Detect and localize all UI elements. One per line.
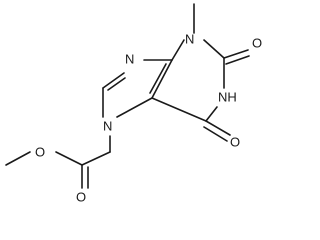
bond-c6-c5 <box>151 97 207 122</box>
atom-o-ether-label: O <box>35 144 45 159</box>
bond-c2-o2 <box>223 49 249 59</box>
bond-c4-n3 <box>171 39 185 61</box>
atom-n9-label: N <box>125 51 134 66</box>
bonds <box>5 3 250 189</box>
bond-c4-c5-double <box>149 63 167 94</box>
bond-c4-c5 <box>151 59 173 99</box>
bond-cester-oether <box>55 151 83 166</box>
atom-o6-label: O <box>230 134 240 149</box>
atom-n1-label: NH <box>218 89 237 104</box>
atom-n7-label: N <box>103 118 112 133</box>
atom-o-carbonyl-label: O <box>76 189 86 204</box>
bond-c2-o2-double <box>225 55 250 65</box>
bond-n3-c2 <box>203 39 225 59</box>
bond-c8-n9-double <box>107 77 126 91</box>
bond-oether-methyl <box>5 151 31 166</box>
bond-c5-n7 <box>116 97 153 118</box>
bond-c6-o6-double <box>203 126 228 142</box>
atom-o2-label: O <box>252 35 262 50</box>
bond-c8-n9 <box>102 72 125 89</box>
molecule-structure-diagram: N N O NH N O O O <box>5 3 262 204</box>
bond-ch2-cester <box>81 151 111 166</box>
atom-labels: N N O NH N O O O <box>35 31 262 204</box>
atom-n3-label: N <box>185 31 194 46</box>
bond-n1-c6 <box>205 106 218 122</box>
bond-c6-o6 <box>205 120 231 136</box>
